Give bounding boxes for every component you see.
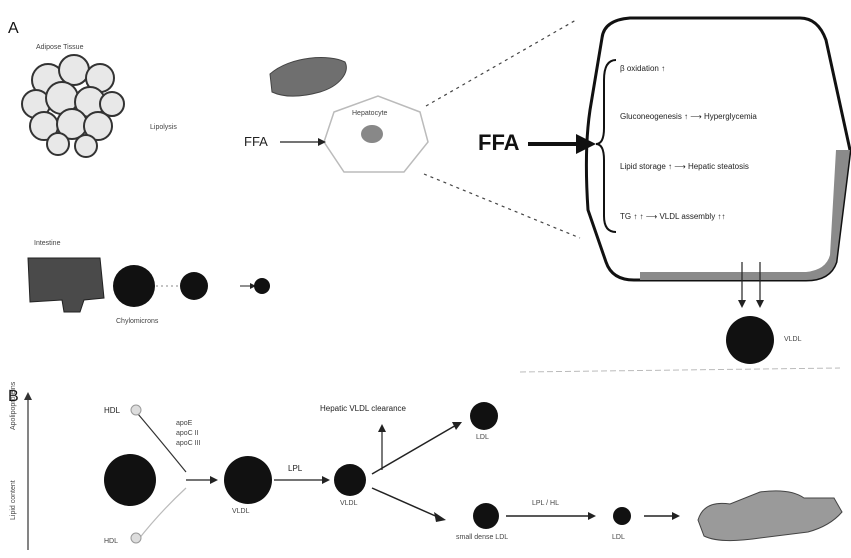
vldl-large-b (104, 454, 156, 506)
effect-lipid-storage: Lipid storage ↑ ⟶ Hepatic steatosis (620, 162, 749, 171)
lpl-label: LPL (288, 464, 302, 473)
ldl-small-particle (613, 507, 631, 525)
zoomed-hepatocyte (586, 18, 850, 280)
axis-lipid-content: Lipid content (10, 480, 17, 520)
hdl-bottom-particle (131, 533, 141, 543)
hdl-bottom-label: HDL (104, 538, 118, 545)
small-dense-ldl-particle (473, 503, 499, 529)
artery-icon (698, 491, 842, 541)
liver-icon (270, 58, 346, 97)
chylomicron-small (254, 278, 270, 294)
small-dense-ldl-label: small dense LDL (456, 534, 508, 541)
ldl-particle (470, 402, 498, 430)
vldl-small-b (334, 464, 366, 496)
panel-separator (520, 368, 840, 372)
adipose-tissue-label: Adipose Tissue (36, 44, 83, 51)
hdl-top-particle (131, 405, 141, 415)
zoom-line-top (426, 20, 576, 106)
axis-apolipoproteins: Apolipoproteins (10, 382, 17, 430)
step-label: LPL / HL (532, 500, 559, 507)
effect-beta-oxidation: β oxidation ↑ (620, 64, 665, 73)
lipolysis-label: Lipolysis (150, 124, 177, 131)
intestine-icon (28, 258, 104, 312)
chylomicron-large (113, 265, 155, 307)
ldl-end-label: LDL (612, 534, 625, 541)
ffa-big-label: FFA (478, 130, 520, 156)
apo-c2-label: apoC II (176, 430, 199, 437)
vldl-small-label: VLDL (340, 500, 358, 507)
vldl-particle-large (726, 316, 774, 364)
hepatocyte-cell (324, 96, 428, 172)
chylomicron-medium (180, 272, 208, 300)
vldl-medium-b (224, 456, 272, 504)
hepatocyte-label: Hepatocyte (352, 110, 387, 117)
hepatocyte-nucleus (361, 125, 383, 143)
zoom-line-bottom (424, 174, 580, 238)
apo-c3-label: apoC III (176, 440, 201, 447)
vldl-caption: VLDL (784, 336, 802, 343)
effect-gluconeogenesis: Gluconeogenesis ↑ ⟶ Hyperglycemia (620, 112, 757, 121)
vldl-medium-label: VLDL (232, 508, 250, 515)
ldl-label: LDL (476, 434, 489, 441)
effects-brace (596, 60, 616, 232)
adipose-cluster (22, 55, 124, 157)
chylomicron-caption: Chylomicrons (116, 318, 158, 325)
effect-tg-vldl: TG ↑ ↑ ⟶ VLDL assembly ↑↑ (620, 212, 725, 221)
hepatic-clearance-label: Hepatic VLDL clearance (320, 404, 406, 413)
ffa-small-label: FFA (244, 134, 268, 149)
apo-e-label: apoE (176, 420, 192, 427)
intestine-label: Intestine (34, 240, 60, 247)
hdl-top-label: HDL (104, 406, 120, 415)
panel-a-label: A (8, 20, 19, 38)
